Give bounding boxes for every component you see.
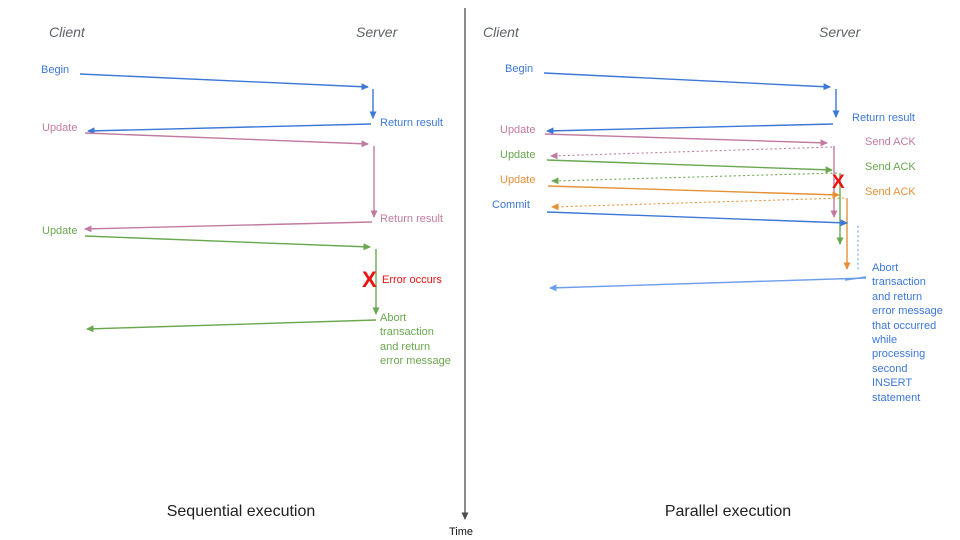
seq-server-header: Server	[356, 24, 398, 40]
par-commit-request-line	[546, 211, 848, 227]
sequential-connectors	[79, 73, 380, 333]
seq-update-2-label: Update	[42, 225, 78, 237]
par-server-header: Server	[819, 24, 861, 40]
seq-update-2-request-line	[84, 235, 371, 251]
seq-error-occurs-label: Error occurs	[382, 274, 442, 286]
seq-return-result-1-label: Return result	[380, 117, 443, 129]
par-title: Parallel execution	[664, 503, 792, 520]
par-update-2-request-line	[546, 159, 833, 174]
par-update-1-label: Update	[500, 124, 536, 136]
seq-title: Sequential execution	[166, 503, 316, 520]
par-send-ack-1-label: Send ACK	[865, 136, 916, 148]
par-begin-request-line	[543, 72, 831, 91]
par-error-x-icon: X	[832, 172, 845, 193]
seq-return-result-2-label: Return result	[380, 213, 443, 225]
par-return-result-label: Return result	[852, 112, 915, 124]
par-update-3-request-line	[547, 185, 840, 199]
seq-client-header: Client	[49, 24, 85, 40]
par-return-result-line	[546, 123, 834, 135]
par-update-3-label: Update	[500, 174, 536, 186]
parallel-connectors	[543, 72, 867, 292]
seq-abort-return-line	[86, 319, 377, 333]
par-send-ack-3-label: Send ACK	[865, 186, 916, 198]
par-commit-label: Commit	[492, 199, 530, 211]
par-begin-label: Begin	[505, 63, 534, 75]
par-abort-return-line	[549, 277, 867, 292]
seq-begin-label: Begin	[41, 64, 70, 76]
seq-update-1-label: Update	[42, 122, 78, 134]
par-send-ack-2-label: Send ACK	[865, 161, 916, 173]
seq-begin-request-line	[79, 73, 369, 91]
time-axis-label: Time	[449, 526, 474, 538]
seq-return-result-2-line	[84, 221, 373, 233]
par-update-1-request-line	[544, 133, 828, 147]
par-client-header: Client	[483, 24, 519, 40]
par-send-ack-2-line	[551, 172, 838, 185]
seq-error-x-icon: X	[362, 267, 377, 292]
par-update-2-label: Update	[500, 149, 536, 161]
par-send-ack-3-line	[551, 197, 845, 211]
seq-return-result-1-line	[87, 123, 372, 135]
seq-update-1-request-line	[84, 132, 369, 148]
par-abort-label: Abort transaction and return error messa…	[872, 262, 943, 404]
par-send-ack-1-line	[550, 146, 833, 160]
seq-abort-label: Abort transaction and return error messa…	[380, 312, 451, 368]
